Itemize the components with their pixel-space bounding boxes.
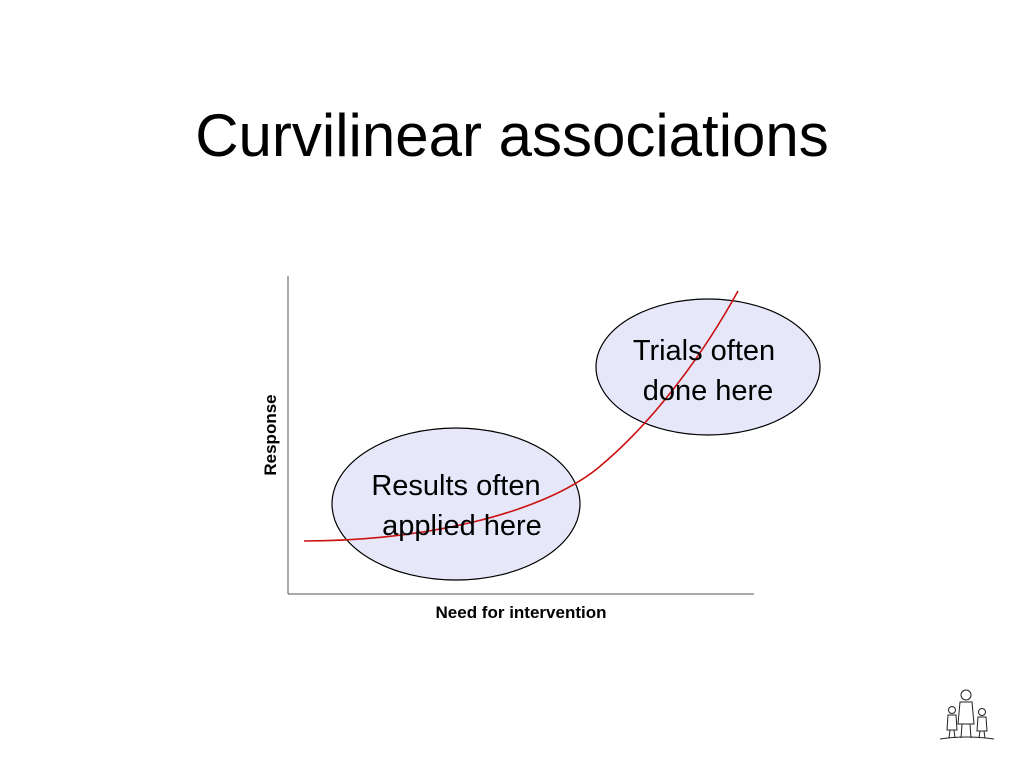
region-label-results-line-1: Results often [371,470,540,502]
region-label-trials-line-2: done here [643,375,774,407]
response-curve [303,290,739,542]
region-label-results-line-2: applied here [382,510,542,542]
region-trials-done [595,298,821,436]
region-results-applied [331,427,581,581]
y-axis-label: Response [261,394,280,475]
region-label-trials-line-1: Trials often [633,335,775,367]
slide-title: Curvilinear associations [195,102,829,169]
x-axis-label: Need for intervention [436,603,607,622]
people-drawing-icon [939,689,995,740]
